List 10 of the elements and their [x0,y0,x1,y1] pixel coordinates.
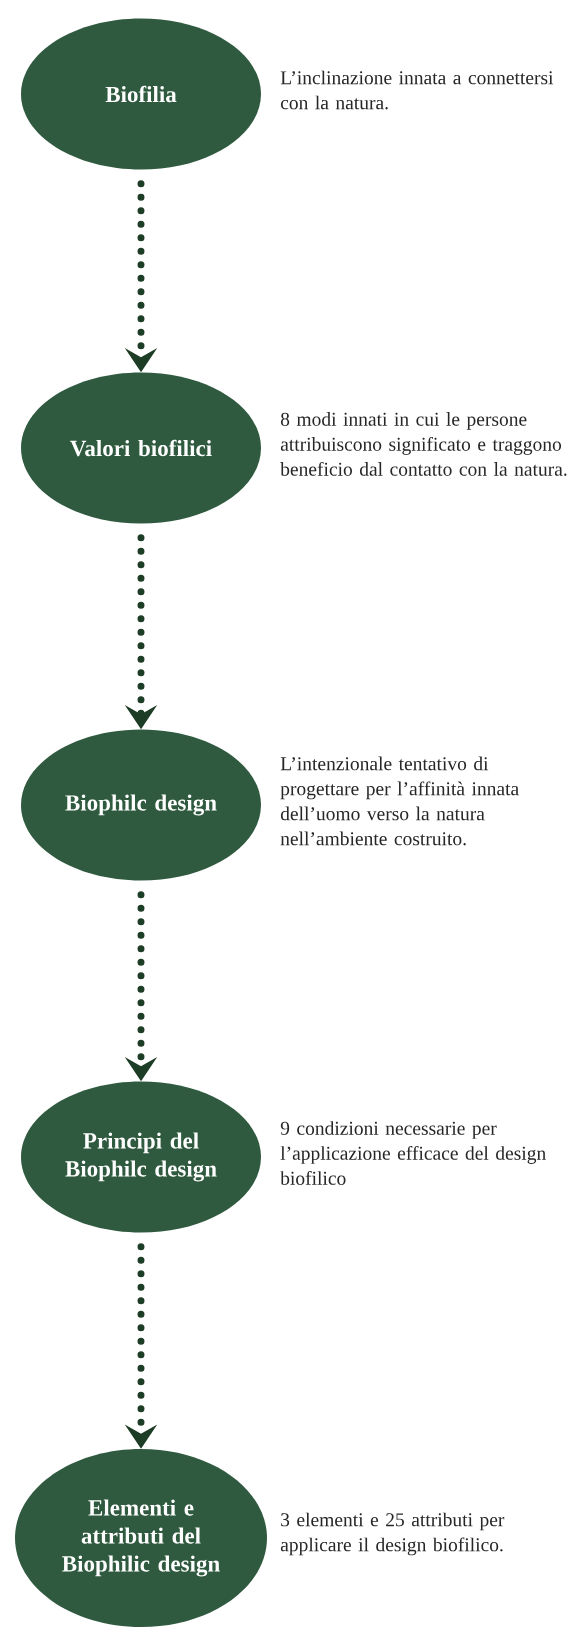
ellipse-node: Biophilc design [21,729,261,881]
ellipse-node: Elementi e attributi del Biophilic design [15,1449,267,1627]
ellipse-node: Biofilia [21,18,261,170]
description-text: L’intenzionale tentativo di progettare per l’affinità innata dell’uomo verso la natura nell’ambiente costruito. [280,756,519,846]
ellipse-node: Valori biofilici [21,372,261,524]
description-text: L’inclinazione innata a connettersi con la natura. [280,70,554,110]
ellipse-node: Principi del Biophilc design [21,1081,261,1233]
description-text: 9 condizioni necessarie per l’applicazione efficace del design biofilico [280,1121,546,1185]
description-text: 8 modi innati in cui le persone attribuiscono significato e traggono beneficio dal contatto con la natura. [280,412,567,476]
description-text: 3 elementi e 25 attributi per applicare il design biofilico. [280,1512,505,1556]
